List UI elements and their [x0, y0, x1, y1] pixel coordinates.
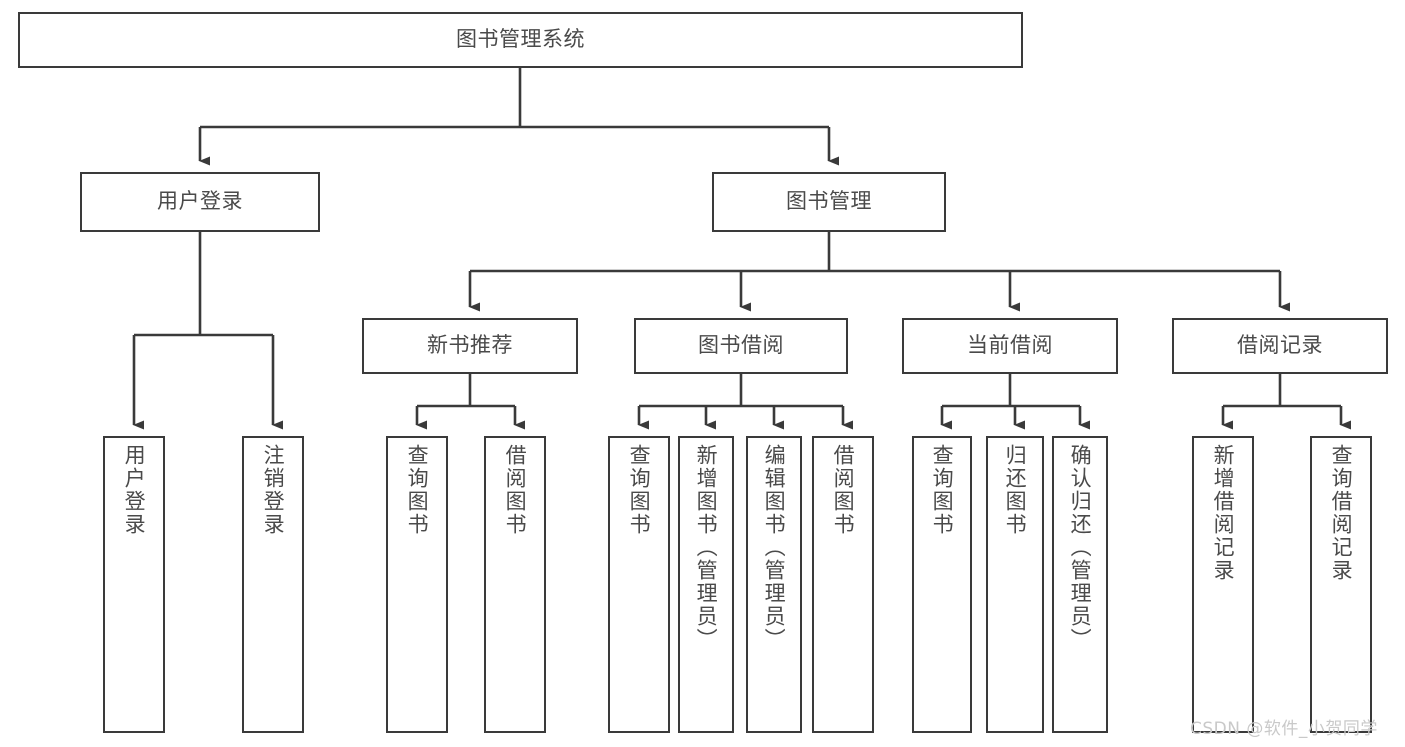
- leaf-node[interactable]: 新增图书（管理员）: [678, 436, 734, 733]
- leaf-node-label: 用户登录: [122, 444, 147, 536]
- leaf-node-label: 查询借阅记录: [1329, 444, 1354, 582]
- leaf-node[interactable]: 注销登录: [242, 436, 304, 733]
- leaf-node-label: 注销登录: [261, 444, 286, 536]
- node-level1-user-login[interactable]: 用户登录: [80, 172, 320, 232]
- leaf-node-label: 确认归还（管理员）: [1068, 444, 1093, 651]
- node-level2-current-borrow[interactable]: 当前借阅: [902, 318, 1118, 374]
- node-root-label: 图书管理系统: [456, 27, 585, 52]
- edges-level2-current-borrow: [940, 374, 1090, 430]
- node-level2-new-book-recommend-label: 新书推荐: [427, 333, 513, 358]
- node-level2-borrow-record[interactable]: 借阅记录: [1172, 318, 1388, 374]
- leaf-node[interactable]: 借阅图书: [484, 436, 546, 733]
- watermark: CSDN @软件_小贺同学: [1190, 719, 1378, 739]
- leaf-node-label: 查询图书: [930, 444, 955, 536]
- leaf-node-label: 查询图书: [627, 444, 652, 536]
- leaf-node-label: 编辑图书（管理员）: [762, 444, 787, 651]
- leaf-node-label: 新增借阅记录: [1211, 444, 1236, 582]
- leaf-node[interactable]: 查询图书: [912, 436, 972, 733]
- edges-level1-book-manage: [468, 232, 1290, 312]
- node-root[interactable]: 图书管理系统: [18, 12, 1023, 68]
- leaf-node-label: 归还图书: [1003, 444, 1028, 536]
- leaf-node[interactable]: 查询图书: [386, 436, 448, 733]
- node-level1-book-management-label: 图书管理: [786, 189, 872, 214]
- node-level1-user-login-label: 用户登录: [157, 189, 243, 214]
- edges-level2-book-borrow: [637, 374, 853, 430]
- leaf-node[interactable]: 确认归还（管理员）: [1052, 436, 1108, 733]
- node-level2-book-borrow-label: 图书借阅: [698, 333, 784, 358]
- leaf-node[interactable]: 用户登录: [103, 436, 165, 733]
- edges-level2-new-book: [415, 374, 525, 430]
- node-level2-borrow-record-label: 借阅记录: [1237, 333, 1323, 358]
- edges-level2-borrow-record: [1221, 374, 1351, 430]
- leaf-node[interactable]: 查询借阅记录: [1310, 436, 1372, 733]
- node-level2-new-book-recommend[interactable]: 新书推荐: [362, 318, 578, 374]
- leaf-node[interactable]: 查询图书: [608, 436, 670, 733]
- node-level2-book-borrow[interactable]: 图书借阅: [634, 318, 848, 374]
- leaf-node[interactable]: 编辑图书（管理员）: [746, 436, 802, 733]
- leaf-node-label: 借阅图书: [831, 444, 856, 536]
- edges-level1-user-login: [132, 232, 283, 430]
- leaf-node[interactable]: 借阅图书: [812, 436, 874, 733]
- node-level2-current-borrow-label: 当前借阅: [967, 333, 1053, 358]
- leaf-node[interactable]: 新增借阅记录: [1192, 436, 1254, 733]
- edges-root-to-level1: [198, 68, 839, 166]
- leaf-node[interactable]: 归还图书: [986, 436, 1044, 733]
- leaf-node-label: 借阅图书: [503, 444, 528, 536]
- leaf-node-label: 新增图书（管理员）: [694, 444, 719, 651]
- node-level1-book-management[interactable]: 图书管理: [712, 172, 946, 232]
- leaf-node-label: 查询图书: [405, 444, 430, 536]
